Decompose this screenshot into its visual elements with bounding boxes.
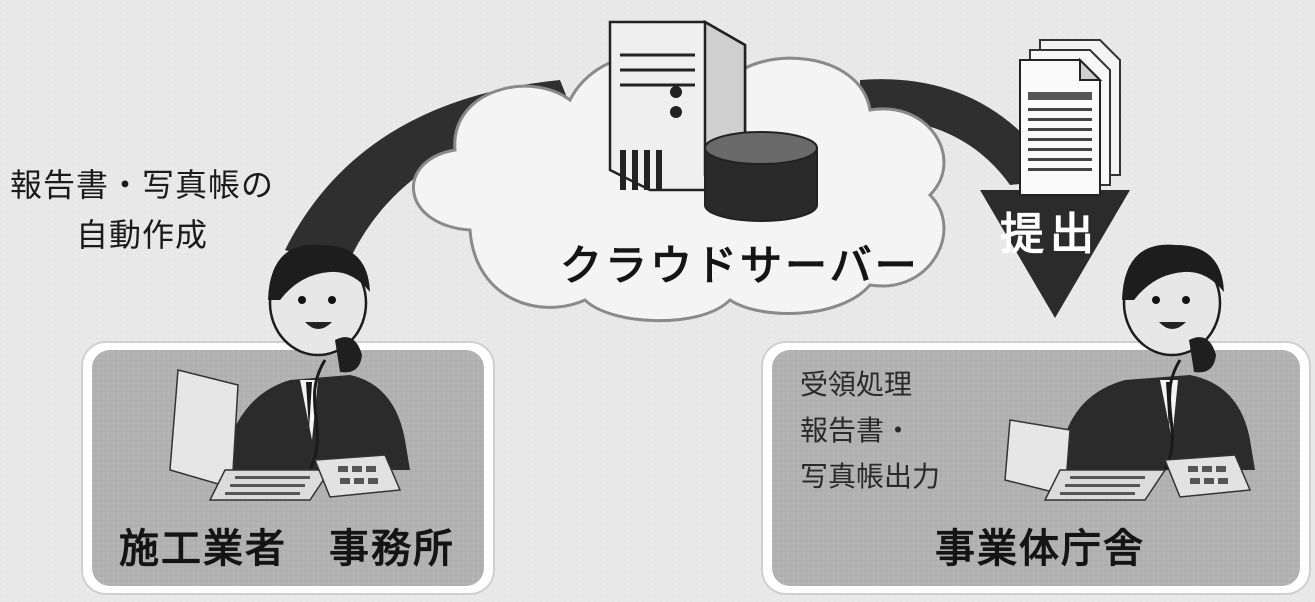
submit-arrow [980,190,1130,318]
document-icon [1019,39,1121,196]
person-icon [220,244,410,471]
laptop-icon [1004,419,1167,501]
auto-create-line-2: 自動作成 [75,216,208,254]
contractor-office-label: 施工業者 事務所 [119,526,455,572]
download-arc [860,79,1060,185]
database-icon [704,131,818,222]
submit-label: 提出 [1000,209,1100,260]
person-icon [1050,244,1255,471]
laptop-icon [169,369,332,501]
task-item: 写真帳出力 [800,460,941,493]
auto-create-note: 報告書・写真帳の 自動作成 [8,160,276,260]
auto-create-line-1: 報告書・写真帳の [9,166,274,204]
phone-icon [313,454,402,498]
agency-office-label: 事業体庁舎 [935,526,1145,572]
task-item: 受領処理 [800,368,913,401]
task-item: 報告書・ [800,414,913,447]
cloud-server-label: クラウドサーバー [560,241,920,290]
agency-task-list: 受領処理 報告書・ 写真帳出力 [800,362,940,500]
phone-icon [1163,454,1252,498]
